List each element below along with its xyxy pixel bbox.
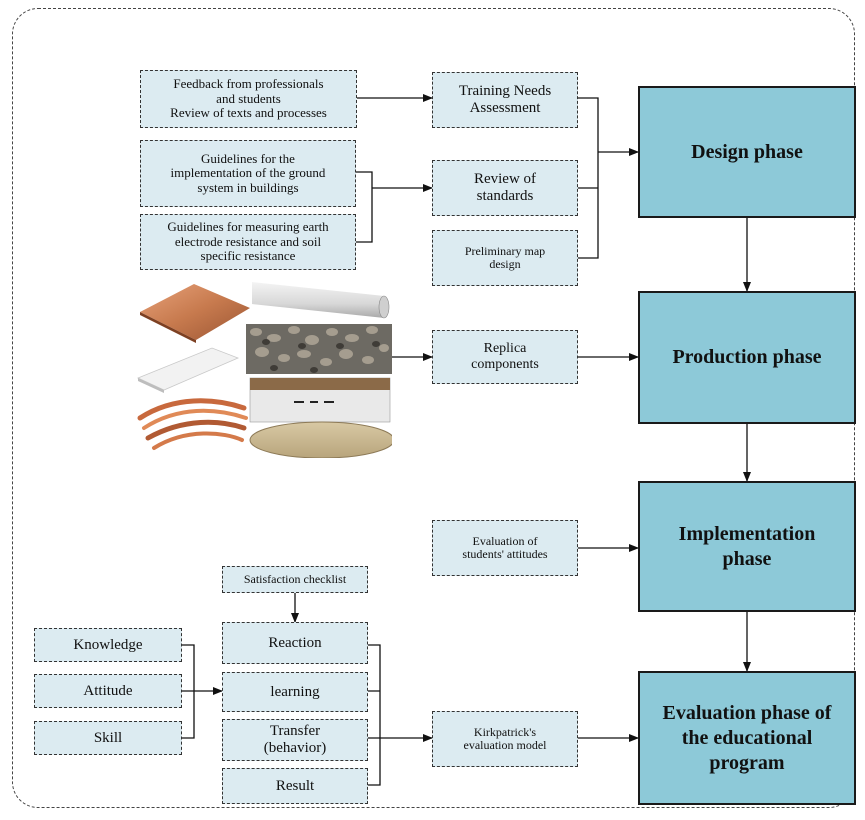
soil-bag-photo bbox=[249, 377, 392, 458]
guidelines-earth-box: Guidelines for measuring earth electrode… bbox=[140, 214, 356, 270]
bracket-domains bbox=[182, 644, 195, 739]
bracket-levels bbox=[368, 644, 381, 786]
gravel-photo bbox=[246, 324, 392, 374]
bracket-guidelines bbox=[356, 171, 373, 243]
training-needs-box: Training Needs Assessment bbox=[432, 72, 578, 128]
level-learning-box: learning bbox=[222, 672, 368, 712]
review-standards-box: Review of standards bbox=[432, 160, 578, 216]
replica-components-box: Replica components bbox=[432, 330, 578, 384]
evaluation-phase-box: Evaluation phase of the educational prog… bbox=[638, 671, 856, 805]
attitudes-evaluation-box: Evaluation of students' attitudes bbox=[432, 520, 578, 576]
guidelines-ground-box: Guidelines for the implementation of the… bbox=[140, 140, 356, 207]
satisfaction-checklist-box: Satisfaction checklist bbox=[222, 566, 368, 593]
domain-knowledge-box: Knowledge bbox=[34, 628, 182, 662]
component-photo-collage bbox=[134, 278, 392, 458]
implementation-phase-box: Implementation phase bbox=[638, 481, 856, 612]
domain-skill-box: Skill bbox=[34, 721, 182, 755]
aluminium-plate-photo bbox=[136, 347, 240, 393]
level-result-box: Result bbox=[222, 768, 368, 804]
design-phase-box: Design phase bbox=[638, 86, 856, 218]
level-reaction-box: Reaction bbox=[222, 622, 368, 664]
copper-plate-photo bbox=[140, 284, 250, 343]
domain-attitude-box: Attitude bbox=[34, 674, 182, 708]
level-transfer-box: Transfer (behavior) bbox=[222, 719, 368, 761]
kirkpatrick-model-box: Kirkpatrick's evaluation model bbox=[432, 711, 578, 767]
pipe-photo bbox=[252, 282, 390, 319]
feedback-box: Feedback from professionals and students… bbox=[140, 70, 357, 128]
production-phase-box: Production phase bbox=[638, 291, 856, 424]
copper-wire-photo bbox=[137, 398, 248, 450]
preliminary-map-box: Preliminary map design bbox=[432, 230, 578, 286]
bracket-design-steps bbox=[578, 97, 599, 259]
